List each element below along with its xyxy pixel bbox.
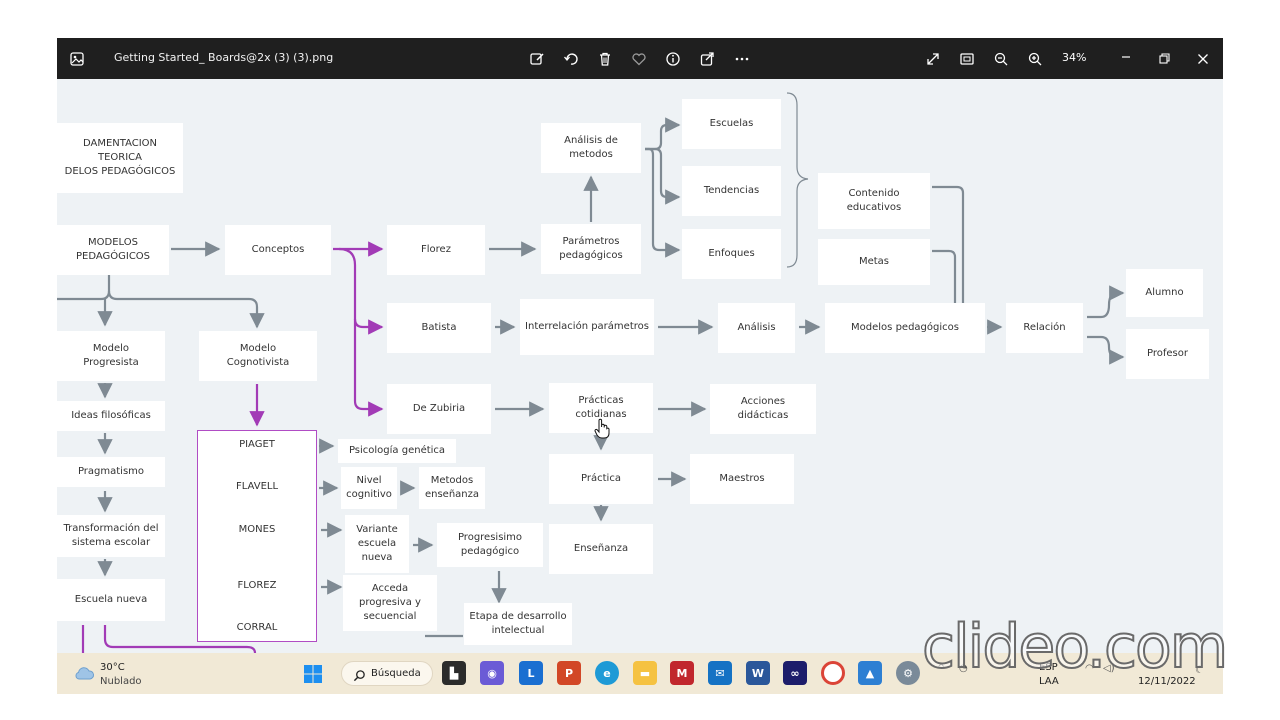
- fullscreen-icon[interactable]: [922, 48, 944, 70]
- delete-icon[interactable]: [594, 48, 616, 70]
- temperature[interactable]: 30°C: [100, 662, 125, 673]
- app-l-icon[interactable]: L: [519, 661, 543, 685]
- tray-wifi-icon[interactable]: ◠: [1085, 663, 1094, 674]
- modelos-pedagogicos-2-node: Modelos pedagógicos: [825, 303, 985, 353]
- modelo-cognotivista-node: Modelo Cognotivista: [199, 331, 317, 381]
- analisis-metodos-node: Análisis de metodos: [541, 123, 641, 173]
- profesor-node: Profesor: [1126, 329, 1209, 379]
- acciones-didacticas-node: Acciones didácticas: [710, 384, 816, 434]
- webex-icon[interactable]: ∞: [783, 661, 807, 685]
- flavell-label: FLAVELL: [235, 481, 279, 492]
- escuelas-node: Escuelas: [682, 99, 781, 149]
- mcafee-icon[interactable]: M: [670, 661, 694, 685]
- notification-moon-icon[interactable]: ☾: [1195, 665, 1204, 676]
- title-bar: Getting Started_ Boards@2x (3) (3).png: [57, 38, 1223, 79]
- variante-escuela-node: Variante escuela nueva: [345, 515, 409, 573]
- taskbar: 30°C Nublado Búsqueda ▙ ◉ L P e ▬ M ✉ W …: [57, 653, 1223, 694]
- image-icon: [66, 48, 88, 70]
- photos-app-window: Getting Started_ Boards@2x (3) (3).png: [57, 38, 1223, 694]
- enfoques-node: Enfoques: [682, 229, 781, 279]
- escuela-nueva-node: Escuela nueva: [57, 579, 165, 621]
- practica-node: Práctica: [549, 454, 653, 504]
- corral-label: CORRAL: [236, 622, 278, 633]
- chrome-icon[interactable]: [821, 661, 845, 685]
- maestros-node: Maestros: [690, 454, 794, 504]
- parametros-node: Parámetros pedagógicos: [541, 224, 641, 274]
- share-icon[interactable]: [696, 48, 718, 70]
- tray-chevron-icon[interactable]: ^: [937, 663, 946, 674]
- transformacion-node: Transformación del sistema escolar: [57, 515, 165, 557]
- florez-author-label: FLOREZ: [237, 580, 277, 591]
- psicologia-genetica-node: Psicología genética: [338, 439, 456, 463]
- file-name: Getting Started_ Boards@2x (3) (3).png: [114, 51, 334, 64]
- teams-chat-icon[interactable]: ◉: [480, 661, 504, 685]
- relacion-node: Relación: [1006, 303, 1083, 353]
- contenido-node: Contenido educativos: [818, 173, 930, 229]
- progresisimo-node: Progresisimo pedagógico: [437, 523, 543, 567]
- word-icon[interactable]: W: [746, 661, 770, 685]
- diagram-connectors: [57, 92, 1125, 653]
- hand-cursor-icon: [594, 418, 610, 439]
- windows-start-icon[interactable]: [303, 664, 323, 684]
- ideas-filosoficas-node: Ideas filosóficas: [57, 401, 165, 431]
- batista-node: Batista: [387, 303, 491, 353]
- task-view-icon[interactable]: ▙: [442, 661, 466, 685]
- search-label: Búsqueda: [371, 668, 421, 679]
- piaget-label: PIAGET: [239, 439, 275, 450]
- keyboard-layout[interactable]: LAA: [1039, 676, 1059, 687]
- zoom-out-icon[interactable]: [990, 48, 1012, 70]
- cognotivista-authors-box: [197, 430, 317, 642]
- acceda-progresiva-node: Acceda progresiva y secuencial: [343, 575, 437, 631]
- metas-node: Metas: [818, 239, 930, 285]
- file-explorer-icon[interactable]: ▬: [633, 661, 657, 685]
- metodos-ensenanza-node: Metodos enseñanza: [419, 467, 485, 509]
- maximize-icon[interactable]: [1153, 48, 1175, 70]
- mail-icon[interactable]: ✉: [708, 661, 732, 685]
- de-zubiria-node: De Zubiria: [387, 384, 491, 434]
- interrelacion-node: Interrelación parámetros: [520, 299, 654, 355]
- etapa-desarrollo-node: Etapa de desarrollo intelectual: [464, 603, 572, 645]
- mones-label: MONES: [238, 524, 276, 535]
- modelos-pedagogicos-node: MODELOS PEDAGÓGICOS: [57, 225, 169, 275]
- ensenanza-node: Enseñanza: [549, 524, 653, 574]
- search-box[interactable]: Búsqueda: [341, 661, 433, 686]
- alumno-node: Alumno: [1126, 269, 1203, 317]
- tendencias-node: Tendencias: [682, 166, 781, 216]
- image-canvas[interactable]: DAMENTACION TEORICA DELOS PEDAGÓGICOS MO…: [57, 79, 1223, 653]
- minimize-icon[interactable]: [1115, 48, 1137, 70]
- florez-node: Florez: [387, 225, 485, 275]
- zoom-in-icon[interactable]: [1024, 48, 1046, 70]
- fit-icon[interactable]: [956, 48, 978, 70]
- photos-app-icon[interactable]: ▲: [858, 661, 882, 685]
- language-code[interactable]: ESP: [1039, 662, 1058, 673]
- analisis-node: Análisis: [718, 303, 795, 353]
- edge-icon[interactable]: e: [595, 661, 619, 685]
- nivel-cognitivo-node: Nivel cognitivo: [341, 467, 397, 509]
- close-icon[interactable]: [1192, 48, 1214, 70]
- tray-volume-icon[interactable]: ◁): [1103, 663, 1115, 674]
- more-icon[interactable]: [731, 48, 753, 70]
- search-icon: [353, 667, 366, 686]
- conceptos-node: Conceptos: [225, 225, 331, 275]
- info-icon[interactable]: [662, 48, 684, 70]
- edit-icon[interactable]: [526, 48, 548, 70]
- pragmatismo-node: Pragmatismo: [57, 457, 165, 487]
- rotate-icon[interactable]: [560, 48, 582, 70]
- weather-status[interactable]: Nublado: [100, 676, 142, 687]
- taskbar-date[interactable]: 12/11/2022: [1138, 676, 1196, 687]
- cloud-weather-icon: [73, 664, 95, 682]
- heart-icon[interactable]: [628, 48, 650, 70]
- settings-icon[interactable]: ⚙: [896, 661, 920, 685]
- zoom-level: 34%: [1062, 51, 1087, 64]
- fundamentacion-node: DAMENTACION TEORICA DELOS PEDAGÓGICOS: [57, 123, 183, 193]
- modelo-progresista-node: Modelo Progresista: [57, 331, 165, 381]
- watermark-logo: clideo.com: [921, 611, 1229, 683]
- powerpoint-icon[interactable]: P: [557, 661, 581, 685]
- tray-network-icon[interactable]: ◔: [959, 663, 968, 674]
